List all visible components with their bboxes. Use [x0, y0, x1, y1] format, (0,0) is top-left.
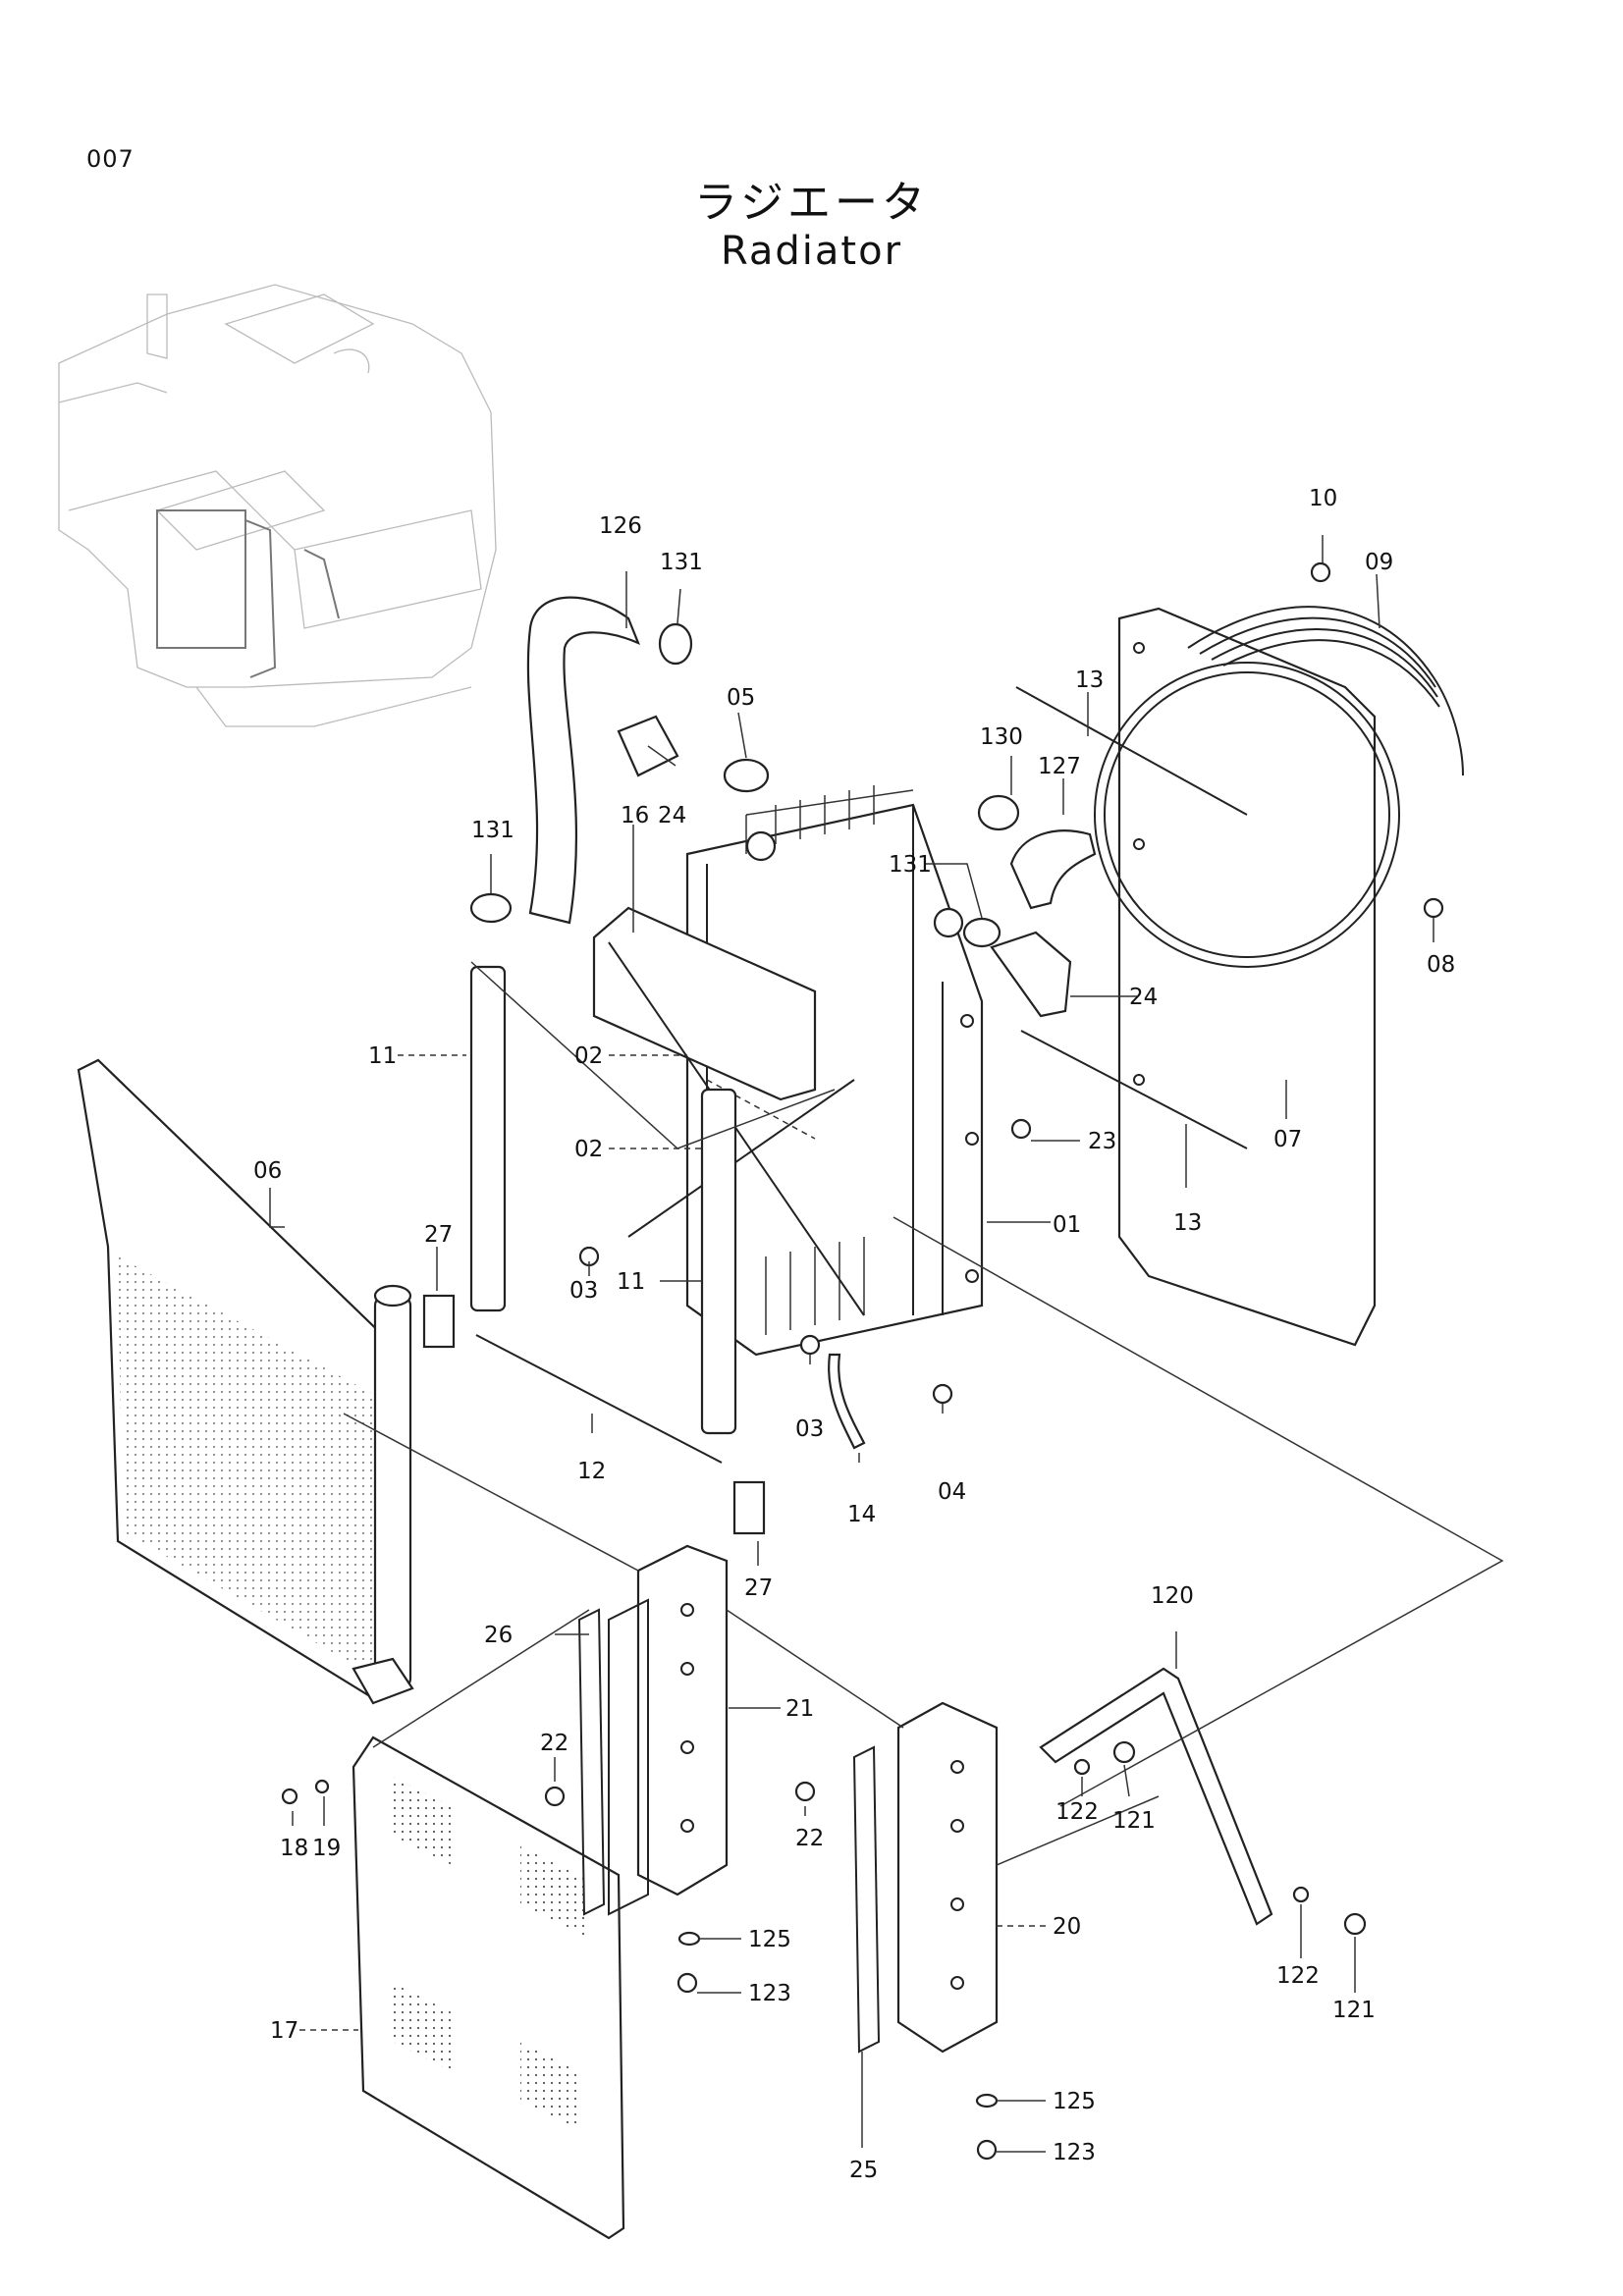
leader-lines [269, 535, 1434, 2153]
upper-hose [526, 596, 641, 925]
stay-02-b [627, 1079, 855, 1238]
callout-10: 10 [1309, 486, 1337, 511]
callout-24-b: 24 [1129, 985, 1158, 1010]
callout-04: 04 [938, 1479, 966, 1505]
callout-25: 25 [849, 2158, 878, 2183]
callout-16: 16 [621, 803, 649, 828]
block-27-center [732, 1480, 766, 1535]
callout-13-a: 13 [1075, 667, 1104, 693]
callout-122-a: 122 [1055, 1799, 1099, 1825]
callout-123-b: 123 [1053, 2140, 1096, 2165]
callout-08: 08 [1427, 952, 1455, 978]
fan-guard [1187, 606, 1464, 776]
callout-12: 12 [577, 1459, 606, 1484]
callout-07: 07 [1273, 1127, 1302, 1152]
lower-hose-127 [1009, 829, 1097, 910]
callout-06: 06 [253, 1158, 282, 1184]
machine-thumbnail [58, 284, 497, 727]
callout-11-b: 11 [617, 1269, 645, 1295]
drain-hose-14 [828, 1353, 866, 1450]
callout-27-a: 27 [424, 1222, 453, 1248]
callout-17: 17 [270, 2018, 298, 2044]
callout-27-b: 27 [744, 1575, 773, 1601]
clamp-131-a [658, 622, 693, 666]
fan-shroud [1094, 607, 1400, 1347]
callout-01: 01 [1053, 1212, 1081, 1238]
title-english: Radiator [720, 229, 903, 274]
callout-03-b: 03 [795, 1416, 824, 1442]
callout-127: 127 [1038, 754, 1081, 779]
oil-cooler [77, 1058, 414, 1705]
side-plate-20 [896, 1701, 999, 2054]
callout-123-a: 123 [748, 1981, 791, 2006]
rod-13-lower [1020, 1030, 1248, 1149]
callout-26: 26 [484, 1623, 513, 1648]
callout-121-b: 121 [1332, 1998, 1376, 2023]
rod-12 [475, 1334, 723, 1464]
callout-22-a: 22 [540, 1731, 568, 1756]
fasteners [281, 561, 1444, 2161]
block-27-left [422, 1294, 456, 1349]
callout-121-a: 121 [1112, 1808, 1156, 1834]
callout-19: 19 [312, 1836, 341, 1861]
callout-02-a: 02 [574, 1043, 603, 1069]
callout-03-a: 03 [569, 1278, 598, 1304]
callout-120: 120 [1151, 1583, 1194, 1609]
callout-09: 09 [1365, 550, 1393, 575]
callout-20: 20 [1053, 1914, 1081, 1940]
callout-11-a: 11 [368, 1043, 397, 1069]
bracket-25 [852, 1745, 881, 2054]
callout-24-a: 24 [658, 803, 686, 828]
clamp-131-b [469, 892, 513, 924]
callout-23: 23 [1088, 1129, 1116, 1154]
callout-18: 18 [280, 1836, 308, 1861]
clamp-130 [977, 794, 1020, 831]
callout-05: 05 [727, 685, 755, 711]
reference-lines [343, 961, 1504, 1866]
seal-11-left [469, 965, 507, 1312]
radiator-cap [723, 758, 770, 793]
callout-125-b: 125 [1053, 2089, 1096, 2114]
side-plate-21 [608, 1544, 729, 1916]
net-panel [352, 1735, 625, 2240]
rod-13-upper [1015, 686, 1248, 816]
callout-labels: 01 02 02 03 03 04 05 06 07 08 09 10 11 1… [253, 486, 1455, 2183]
callout-131-a: 131 [660, 550, 703, 575]
page-code: 007 [86, 145, 135, 173]
callout-21: 21 [785, 1696, 814, 1722]
callout-130: 130 [980, 724, 1023, 750]
callout-131-b: 131 [471, 818, 514, 843]
clamp-131-c [962, 917, 1001, 948]
callout-125-a: 125 [748, 1927, 791, 1952]
callout-02-b: 02 [574, 1137, 603, 1162]
seal-11-center [700, 1088, 737, 1435]
callout-22-b: 22 [795, 1826, 824, 1851]
pad-24-right [990, 931, 1072, 1018]
title-japanese: ラジエータ [693, 178, 930, 228]
callout-126: 126 [599, 513, 642, 539]
baffle-plate [592, 906, 817, 1101]
callout-131-c: 131 [889, 852, 932, 878]
callout-14: 14 [847, 1502, 876, 1527]
callout-122-b: 122 [1276, 1963, 1320, 1989]
pipe-120 [1039, 1667, 1273, 1926]
callout-13-b: 13 [1173, 1210, 1202, 1236]
bracket-26 [577, 1608, 606, 1916]
